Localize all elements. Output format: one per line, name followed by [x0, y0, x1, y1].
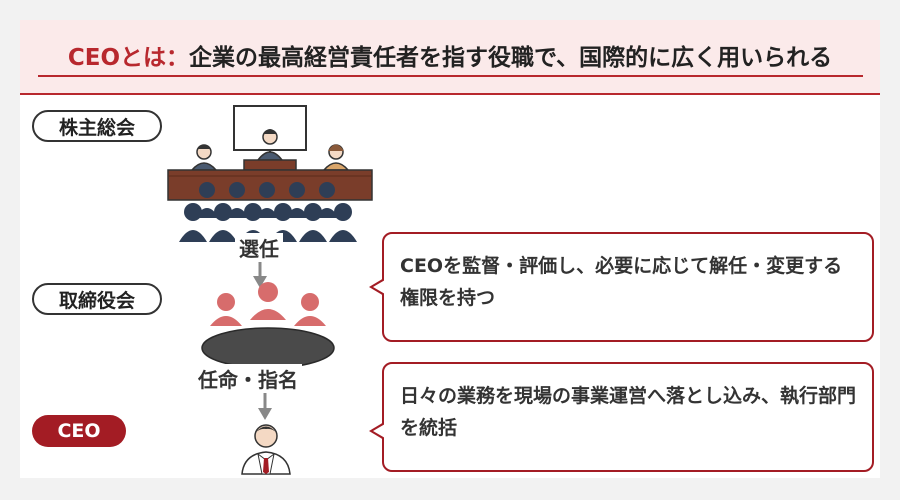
- elect-label: 選任: [235, 233, 283, 262]
- title-underline: [38, 75, 863, 77]
- diagram-frame: CEOとは：企業の最高経営責任者を指す役職で、国際的に広く用いられる 株主総会 …: [20, 20, 880, 478]
- board-role-text: CEOを監督・評価し、必要に応じて解任・変更する権限を持つ: [400, 255, 843, 309]
- ceo-role-bubble: 日々の業務を現場の事業運営へ落とし込み、執行部門を統括: [369, 362, 874, 472]
- audience-crowd: [179, 182, 357, 242]
- board-role-bubble: CEOを監督・評価し、必要に応じて解任・変更する権限を持つ: [369, 232, 874, 342]
- page-title: CEOとは：企業の最高経営責任者を指す役職で、国際的に広く用いられる: [20, 38, 880, 72]
- header-band: CEOとは：企業の最高経営責任者を指す役職で、国際的に広く用いられる: [20, 20, 880, 94]
- board-pill: 取締役会: [32, 283, 162, 315]
- appoint-label: 任命・指名: [194, 364, 302, 393]
- title-rest: 企業の最高経営責任者を指す役職で、国際的に広く用いられる: [189, 45, 833, 71]
- ceo-role-text: 日々の業務を現場の事業運営へ落とし込み、執行部門を統括: [400, 385, 857, 439]
- header-divider: [20, 93, 880, 95]
- title-accent: CEOとは：: [67, 45, 190, 71]
- board-meeting-illustration: [201, 282, 335, 369]
- ceo-figure-illustration: [241, 424, 291, 475]
- shareholders-pill: 株主総会: [32, 110, 162, 142]
- ceo-pill: CEO: [32, 415, 126, 447]
